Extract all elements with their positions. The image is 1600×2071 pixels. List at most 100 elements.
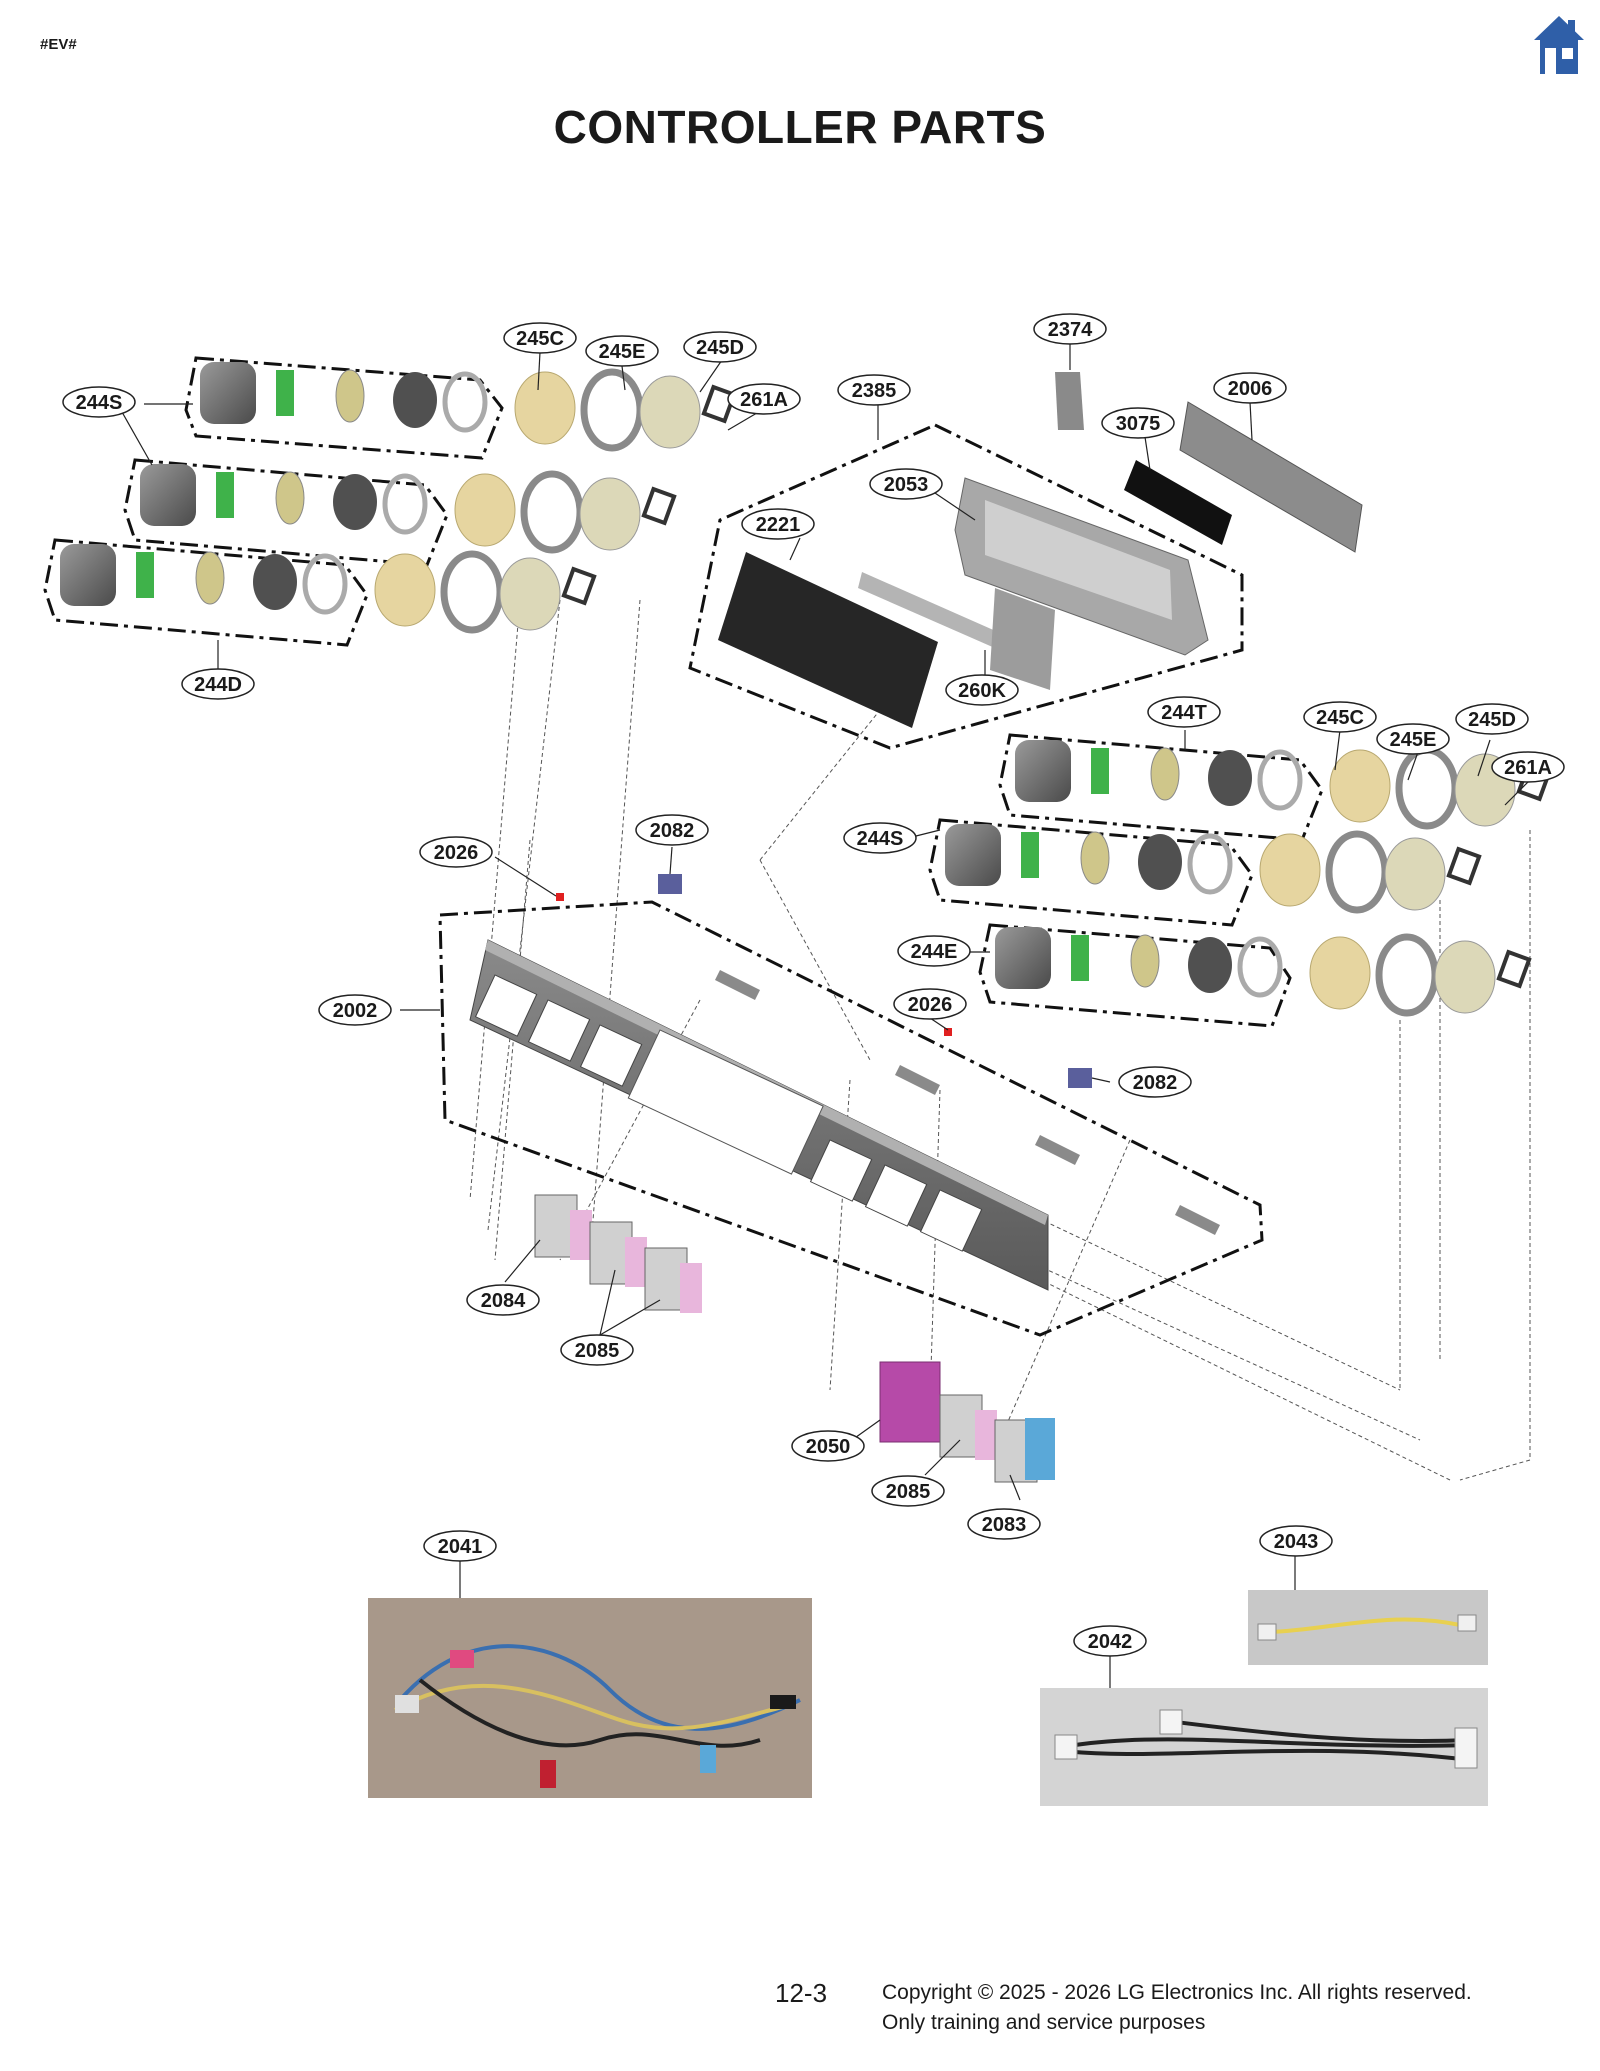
copyright-line: Copyright © 2025 - 2026 LG Electronics I…	[882, 1981, 1472, 2004]
knob-plate-245D	[639, 375, 701, 449]
knob-plate-245D	[499, 557, 561, 631]
home-icon[interactable]	[1532, 14, 1586, 76]
callout-245C-right: 245C	[1303, 701, 1377, 733]
callout-2221: 2221	[741, 508, 815, 540]
frame-knob-window	[579, 1024, 643, 1087]
callout-245C-top: 245C	[503, 322, 577, 354]
knob-ring	[333, 474, 377, 530]
knob-clip	[136, 552, 154, 598]
pcb-2006	[1179, 401, 1363, 553]
callout-2053: 2053	[869, 468, 943, 500]
callout-2085-a: 2085	[560, 1334, 634, 1366]
knob-bezel	[335, 369, 365, 423]
knob-ring-245E	[520, 470, 584, 554]
svg-text:244S: 244S	[76, 392, 123, 414]
clip-2026-b	[944, 1028, 952, 1036]
frame-knob-window	[527, 999, 591, 1062]
callout-261A-top: 261A	[727, 383, 801, 415]
knob-ring-outer	[442, 371, 488, 433]
svg-text:245C: 245C	[516, 328, 564, 350]
knob-group-boundaries	[43, 356, 1324, 1337]
svg-text:2002: 2002	[333, 1000, 378, 1022]
knob-frame-261A	[701, 384, 737, 424]
svg-text:3075: 3075	[1116, 413, 1161, 435]
knob-ring-245E	[440, 550, 504, 634]
knob-bezel	[195, 551, 225, 605]
knob-ring-245E	[1395, 746, 1459, 830]
document-tag: #EV#	[40, 36, 77, 53]
callout-leaders	[117, 342, 1531, 1688]
svg-text:245D: 245D	[696, 337, 744, 359]
switch-2084	[534, 1194, 592, 1260]
knob-plate-245C	[454, 473, 516, 547]
trim-pieces	[715, 970, 1220, 1235]
svg-text:2385: 2385	[852, 380, 897, 402]
frame-knob-window	[919, 1189, 983, 1252]
knob-ring	[1138, 834, 1182, 890]
knob-ring-outer	[1187, 833, 1233, 895]
knob-bezel	[1150, 747, 1180, 801]
bracket-2374	[1055, 372, 1084, 430]
display-module-3075	[1124, 460, 1232, 545]
bracket-2082-b	[1068, 1068, 1092, 1088]
housing-2053-inner	[985, 500, 1172, 620]
knob-frame-261A	[561, 566, 597, 606]
cover-260K	[990, 588, 1055, 690]
callout-245D-right: 245D	[1455, 703, 1529, 735]
knob-ring	[1208, 750, 1252, 806]
knob-ring-245E	[580, 368, 644, 452]
switch-2085-c	[939, 1394, 997, 1460]
callout-2082-a: 2082	[635, 814, 709, 846]
svg-text:2082: 2082	[650, 820, 695, 842]
svg-text:244T: 244T	[1161, 702, 1207, 724]
switch-2085-b	[644, 1247, 702, 1313]
callout-2374: 2374	[1033, 313, 1107, 345]
callout-2043: 2043	[1259, 1525, 1333, 1557]
knob	[1015, 740, 1071, 802]
svg-text:2221: 2221	[756, 514, 801, 536]
knob	[200, 362, 256, 424]
svg-text:245D: 245D	[1468, 709, 1516, 731]
display-glass-2221	[718, 552, 938, 728]
switch-2083	[994, 1418, 1055, 1483]
callout-2006: 2006	[1213, 372, 1287, 404]
switches	[534, 1194, 1055, 1483]
callout-2026-a: 2026	[419, 836, 493, 868]
svg-text:260K: 260K	[958, 680, 1006, 702]
svg-text:2083: 2083	[982, 1514, 1027, 1536]
frame-knob-window	[864, 1164, 928, 1227]
page-number: 12-3	[775, 1978, 828, 2008]
callout-3075: 3075	[1101, 407, 1175, 439]
knob	[140, 464, 196, 526]
callout-2083: 2083	[967, 1508, 1041, 1540]
svg-text:2043: 2043	[1274, 1531, 1319, 1553]
knob-clip	[276, 370, 294, 416]
svg-text:2026: 2026	[434, 842, 479, 864]
knob	[945, 824, 1001, 886]
callout-245E-right: 245E	[1376, 723, 1450, 755]
knob-assemblies	[60, 362, 1552, 1017]
knob-clip	[1091, 748, 1109, 794]
knob-plate-245C	[374, 553, 436, 627]
callout-244S-left: 244S	[62, 386, 136, 418]
knob-ring-outer	[382, 473, 428, 535]
knob-plate-245C	[1309, 936, 1371, 1010]
page-title: CONTROLLER PARTS	[553, 101, 1047, 153]
knob-frame-261A	[1496, 949, 1532, 989]
knob-bezel	[1080, 831, 1110, 885]
frame-knob-window	[474, 974, 538, 1037]
knob-ring	[1188, 937, 1232, 993]
callout-2385: 2385	[837, 374, 911, 406]
knob-clip	[1021, 832, 1039, 878]
svg-text:2085: 2085	[886, 1481, 931, 1503]
svg-text:2050: 2050	[806, 1436, 851, 1458]
svg-text:2006: 2006	[1228, 378, 1273, 400]
svg-text:2084: 2084	[481, 1290, 526, 1312]
callout-2002: 2002	[318, 994, 392, 1026]
clip-2026-a	[556, 893, 564, 901]
callout-244S-right: 244S	[843, 822, 917, 854]
knob-frame-261A	[1446, 846, 1482, 886]
callout-2050: 2050	[791, 1430, 865, 1462]
callout-2082-b: 2082	[1118, 1066, 1192, 1098]
svg-text:2042: 2042	[1088, 1631, 1133, 1653]
